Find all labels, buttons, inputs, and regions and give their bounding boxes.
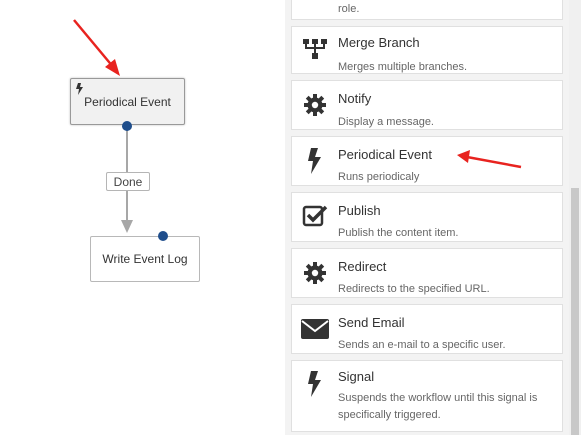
workflow-canvas[interactable]: Periodical Event Done Write Event Log bbox=[0, 0, 285, 435]
toolbox-item-periodical-event[interactable]: Periodical Event Runs periodicaly bbox=[291, 136, 563, 186]
connector-label-done[interactable]: Done bbox=[106, 172, 150, 191]
toolbox-item-merge-branch[interactable]: Merge Branch Merges multiple branches. bbox=[291, 26, 563, 74]
toolbox-item-notify[interactable]: Notify Display a message. bbox=[291, 80, 563, 130]
toolbox-item-publish[interactable]: Publish Publish the content item. bbox=[291, 192, 563, 242]
gear-icon bbox=[300, 259, 330, 287]
scrollbar-thumb[interactable] bbox=[571, 188, 579, 435]
checkbox-icon bbox=[300, 202, 330, 230]
envelope-icon bbox=[300, 315, 330, 343]
activity-description: Runs periodicaly bbox=[338, 171, 420, 183]
activity-description: Merges multiple branches. bbox=[338, 61, 468, 73]
activity-description: Publish the content item. bbox=[338, 227, 459, 239]
activity-node-periodical-event[interactable]: Periodical Event bbox=[70, 78, 185, 125]
activity-name: Notify bbox=[338, 91, 372, 106]
activity-name: Redirect bbox=[338, 259, 387, 274]
annotation-arrow-left-shaft bbox=[73, 19, 115, 69]
toolbox-item-redirect[interactable]: Redirect Redirects to the specified URL. bbox=[291, 248, 563, 298]
activity-toolbox[interactable]: role. Merge Branch Merges multiple branc… bbox=[285, 0, 581, 435]
connector-layer bbox=[73, 19, 133, 233]
activity-name: Publish bbox=[338, 203, 381, 218]
activity-description: role. bbox=[338, 3, 360, 15]
toolbox-item-send-email[interactable]: Send Email Sends an e-mail to a specific… bbox=[291, 304, 563, 354]
source-endpoint[interactable] bbox=[122, 121, 132, 131]
bolt-icon bbox=[76, 83, 83, 95]
activity-node-write-event-log[interactable]: Write Event Log bbox=[90, 236, 200, 282]
annotation-arrow-left-head bbox=[105, 59, 120, 76]
activity-name: Periodical Event bbox=[338, 147, 432, 162]
toolbox-item-partial[interactable]: role. bbox=[291, 0, 563, 20]
target-endpoint[interactable] bbox=[158, 231, 168, 241]
bolt-icon bbox=[300, 370, 330, 398]
annotation-arrow-right bbox=[457, 150, 522, 169]
activity-description: Display a message. bbox=[338, 116, 434, 128]
activity-description: Redirects to the specified URL. bbox=[338, 283, 490, 295]
activity-name: Signal bbox=[338, 369, 375, 384]
scrollbar[interactable] bbox=[569, 0, 581, 435]
activity-name: Merge Branch bbox=[338, 35, 420, 50]
merge-branch-icon bbox=[300, 35, 330, 63]
node-label: Write Event Log bbox=[102, 252, 188, 266]
activity-name: Send Email bbox=[338, 315, 405, 330]
activity-description: Suspends the workflow until this signal … bbox=[338, 392, 538, 421]
activity-description: Sends an e-mail to a specific user. bbox=[338, 339, 506, 351]
bolt-icon bbox=[300, 147, 330, 175]
node-label: Periodical Event bbox=[84, 94, 171, 109]
connector-arrowhead bbox=[121, 220, 133, 233]
gear-icon bbox=[300, 91, 330, 119]
toolbox-item-signal[interactable]: Signal Suspends the workflow until this … bbox=[291, 360, 563, 432]
